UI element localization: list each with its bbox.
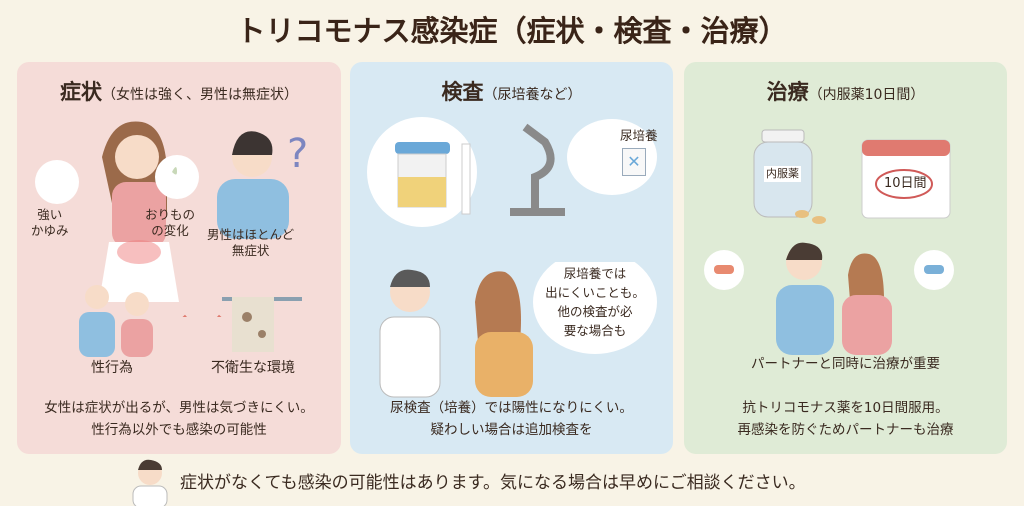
- negative-x-icon: ✕: [622, 148, 646, 176]
- woman-illustration: ?: [35, 121, 308, 317]
- partner-couple-illustration: [704, 242, 954, 355]
- doctor-patient-illustration: [379, 262, 657, 398]
- doctor-speech-bubble: 尿培養では 出にくいことも。 他の検査が必 要な場合も: [545, 266, 645, 338]
- tests-panel: 検査（尿培養など） 尿培養 ✕ 尿培養では 出にくいことも。 他の検査が必 要な…: [350, 62, 673, 454]
- partner-label: パートナーと同時に治療が重要: [751, 356, 940, 372]
- svg-text:?: ?: [287, 131, 308, 177]
- calendar-label: 10日間: [884, 176, 927, 191]
- urine-cup-microscope-illustration: [367, 117, 657, 227]
- footer-note: 症状がなくても感染の可能性はあります。気になる場合は早めにご相談ください。: [180, 473, 806, 493]
- bottle-label: 内服薬: [764, 166, 801, 182]
- treatment-summary-1: 抗トリコモナス薬を10日間服用。: [742, 400, 949, 416]
- treatment-summary-2: 再感染を防ぐためパートナーも治療: [737, 422, 954, 438]
- tests-summary-2: 疑わしい場合は追加検査を: [430, 422, 593, 438]
- male-label: 男性はほとんど 無症状: [207, 227, 295, 258]
- sex-label: 性行為: [91, 360, 133, 376]
- couple-and-towel-illustration: [79, 285, 302, 357]
- symptoms-summary-2: 性行為以外でも感染の可能性: [91, 422, 267, 438]
- doctor-icon: [132, 459, 168, 506]
- symptoms-heading: 症状（女性は強く、男性は無症状）: [60, 80, 298, 104]
- itch-label: 強い かゆみ: [31, 207, 69, 238]
- treatment-panel: 治療（内服薬10日間） 内服薬 10日間 パートナーと同時に治療が重要 抗トリコ…: [684, 62, 1007, 454]
- discharge-label: おりもの の変化: [145, 207, 196, 238]
- tests-heading: 検査（尿培養など）: [441, 80, 582, 104]
- unhygienic-label: 不衛生な環境: [211, 360, 295, 376]
- page-title: トリコモナス感染症（症状・検査・治療）: [236, 14, 788, 48]
- pill-bottle-calendar-illustration: [753, 129, 951, 224]
- symptoms-panel: 症状（女性は強く、男性は無症状） ? 強い かゆみ おりもの の変化 男性はほと…: [17, 62, 341, 454]
- urine-culture-label: 尿培養: [620, 128, 658, 143]
- tests-summary-1: 尿検査（培養）では陽性になりにくい。: [390, 400, 633, 416]
- symptoms-summary-1: 女性は症状が出るが、男性は気づきにくい。: [44, 400, 314, 416]
- treatment-heading: 治療（内服薬10日間）: [766, 80, 925, 104]
